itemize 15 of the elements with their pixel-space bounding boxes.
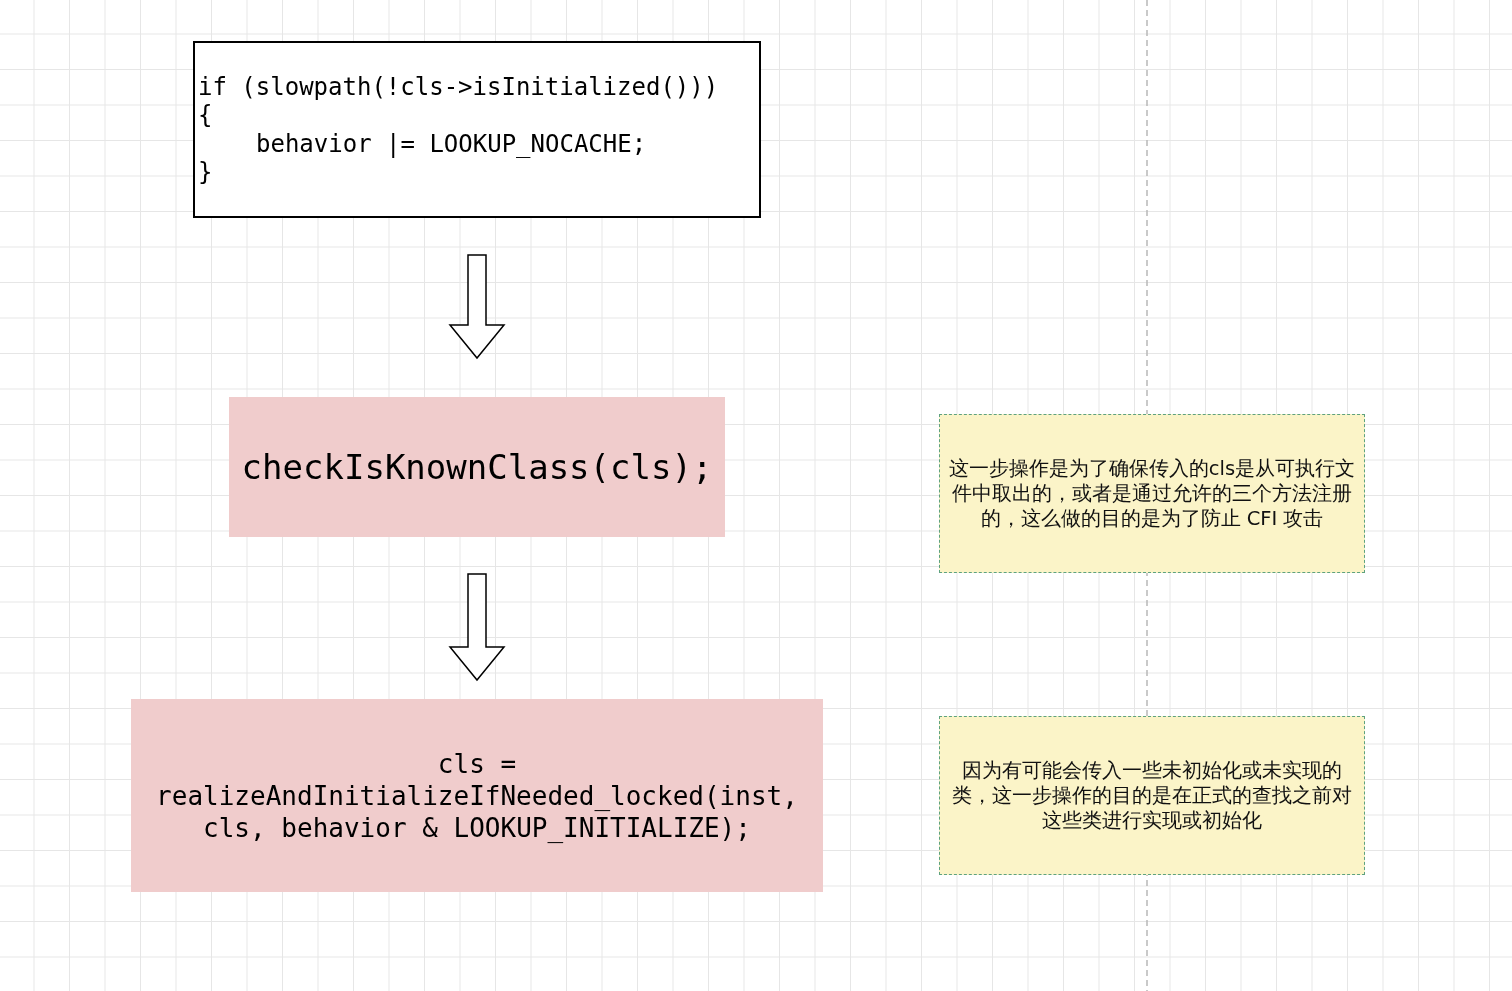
code-text: cls = realizeAndInitializeIfNeeded_locked(inst, cls, behavior & LOOKUP_INITIALIZE);	[155, 747, 799, 844]
code-line: }	[198, 158, 213, 187]
note-text: 这一步操作是为了确保传入的cls是从可执行文件中取出的，或者是通过允许的三个方法注册的，这么做的目的是为了防止 CFI 攻击	[948, 456, 1356, 531]
code-line: if (slowpath(!cls->isInitialized()))	[198, 72, 719, 101]
process-box	[229, 397, 725, 537]
note-box	[939, 716, 1365, 875]
code-box	[193, 41, 761, 218]
note-text: 因为有可能会传入一些未初始化或未实现的类，这一步操作的目的是在正式的查找之前对这些类进行实现或初始化	[951, 758, 1353, 833]
note-box	[939, 414, 1365, 573]
code-text: checkIsKnownClass(cls);	[241, 446, 713, 488]
code-line: {	[198, 101, 213, 130]
block-arrow	[448, 573, 506, 682]
code-line: behavior |= LOOKUP_NOCACHE;	[255, 129, 647, 158]
block-arrow	[448, 254, 506, 360]
process-box	[131, 699, 823, 892]
